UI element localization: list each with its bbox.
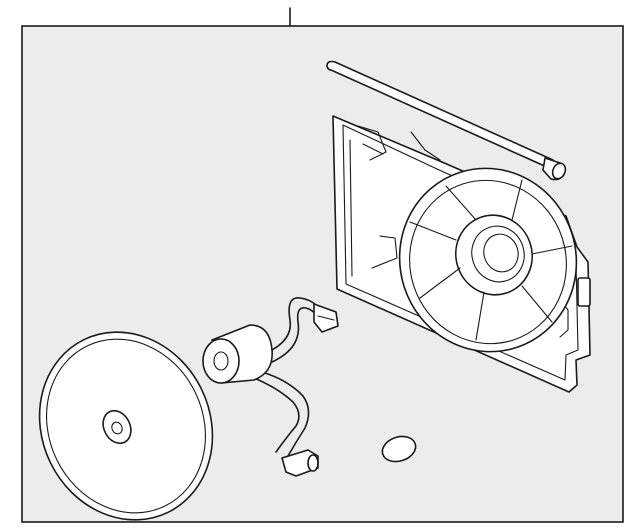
- fan-motor: [202, 324, 273, 384]
- wiring-harness: [253, 297, 339, 477]
- fan-shroud: [332, 115, 591, 393]
- grommet: [381, 435, 417, 463]
- mounting-rod: [326, 60, 567, 181]
- fan-blade: [38, 331, 214, 521]
